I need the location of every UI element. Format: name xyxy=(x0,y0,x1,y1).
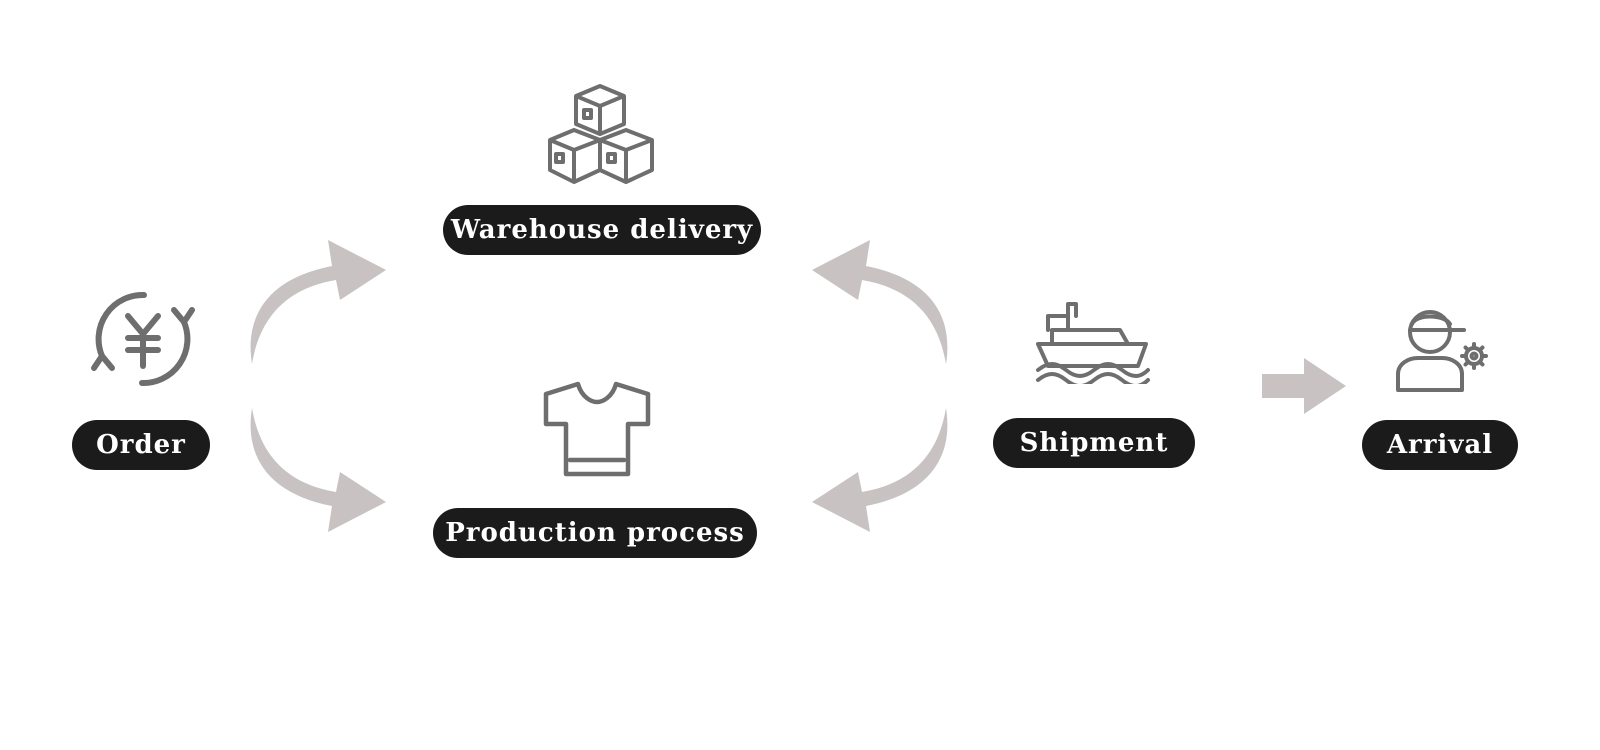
yen-cycle-icon xyxy=(88,284,198,394)
boxes-icon xyxy=(546,82,658,190)
arrow-shipment-to-arrival xyxy=(1262,358,1346,414)
ship-icon xyxy=(1034,300,1152,384)
step-label-arrival: Arrival xyxy=(1362,420,1518,470)
arrow-order-to-warehouse xyxy=(244,236,390,368)
step-label-shipment: Shipment xyxy=(993,418,1195,468)
tshirt-icon xyxy=(540,378,654,478)
arrow-shipment-to-production xyxy=(808,404,954,536)
arrow-shipment-to-warehouse xyxy=(808,236,954,368)
step-label-production-process: Production process xyxy=(433,508,757,558)
arrow-order-to-production xyxy=(244,404,390,536)
step-label-warehouse-delivery: Warehouse delivery xyxy=(443,205,761,255)
worker-gear-icon xyxy=(1392,306,1492,396)
step-label-order: Order xyxy=(72,420,210,470)
